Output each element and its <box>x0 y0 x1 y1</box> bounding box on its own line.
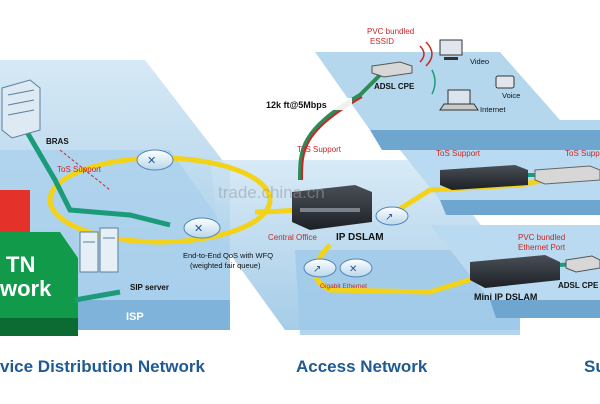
central-office-label: Central Office <box>268 233 317 242</box>
router-dslam-right: ↗ <box>375 206 409 226</box>
bras-label: BRAS <box>46 137 69 146</box>
router-access-right: ✕ <box>339 258 373 278</box>
section-title-service-distribution: vice Distribution Network <box>0 357 206 376</box>
section-title-subscriber: Su <box>584 357 600 376</box>
subscriber-platforms <box>315 52 600 318</box>
router-bottom: ✕ <box>183 217 221 239</box>
voice-label: Voice <box>502 91 520 100</box>
isp-label: ISP <box>126 311 144 323</box>
video-label: Video <box>470 57 489 66</box>
video-monitor-icon <box>439 39 463 60</box>
qos-label-1: End-to-End QoS with WFQ <box>183 251 273 260</box>
pstn-network-block: TN work <box>0 190 78 336</box>
gigabit-label: Gigabit Ethernet <box>320 283 367 290</box>
internet-label: Internet <box>480 105 506 114</box>
watermark: trade.china.cn <box>218 183 325 202</box>
router-access-left: ↗ <box>303 258 337 278</box>
adsl-cpe-top-device <box>371 61 413 78</box>
right-dslam-1 <box>440 165 528 190</box>
tos-label-mid: ToS Support <box>297 145 342 154</box>
adsl-cpe-bottom-device <box>565 255 600 273</box>
svg-text:↗: ↗ <box>313 264 321 275</box>
section-title-access: Access Network <box>296 357 428 376</box>
pstn-label-2: work <box>0 276 52 301</box>
sip-server-label: SIP server <box>130 283 169 292</box>
svg-text:✕: ✕ <box>194 223 203 235</box>
tos-label-right-1: ToS Support <box>436 149 481 158</box>
svg-text:↗: ↗ <box>385 212 393 223</box>
ip-dslam-device <box>292 185 372 230</box>
adsl-cpe-bottom-label: ADSL CPE <box>558 281 599 290</box>
laptop-icon <box>439 89 479 111</box>
pvc-essid-label-2: ESSID <box>370 37 394 46</box>
right-cpe-1 <box>534 165 600 185</box>
phone-icon <box>495 75 515 89</box>
pvc-essid-label-1: PVC bundled <box>367 27 414 36</box>
mini-ip-dslam-label: Mini IP DSLAM <box>474 292 537 302</box>
qos-label-2: (weighted fair queue) <box>190 261 261 270</box>
ip-dslam-label: IP DSLAM <box>336 232 384 243</box>
bras-device: BRAS <box>1 79 69 146</box>
wifi-icon <box>419 41 436 95</box>
pstn-label-1: TN <box>6 252 35 277</box>
pvc-eth-label-1: PVC bundled <box>518 233 565 242</box>
tos-label-right-2: ToS Support <box>565 149 600 158</box>
router-top: ✕ <box>136 149 174 171</box>
svg-text:✕: ✕ <box>349 264 357 275</box>
tos-label-left: ToS Support <box>57 165 102 174</box>
mini-ip-dslam-device <box>470 255 560 288</box>
sip-server: SIP server <box>79 227 169 292</box>
adsl-cpe-top-label: ADSL CPE <box>374 82 415 91</box>
svg-text:✕: ✕ <box>147 155 156 167</box>
pvc-eth-label-2: Ethernet Port <box>518 243 566 252</box>
speed-label: 12k ft@5Mbps <box>266 100 327 110</box>
